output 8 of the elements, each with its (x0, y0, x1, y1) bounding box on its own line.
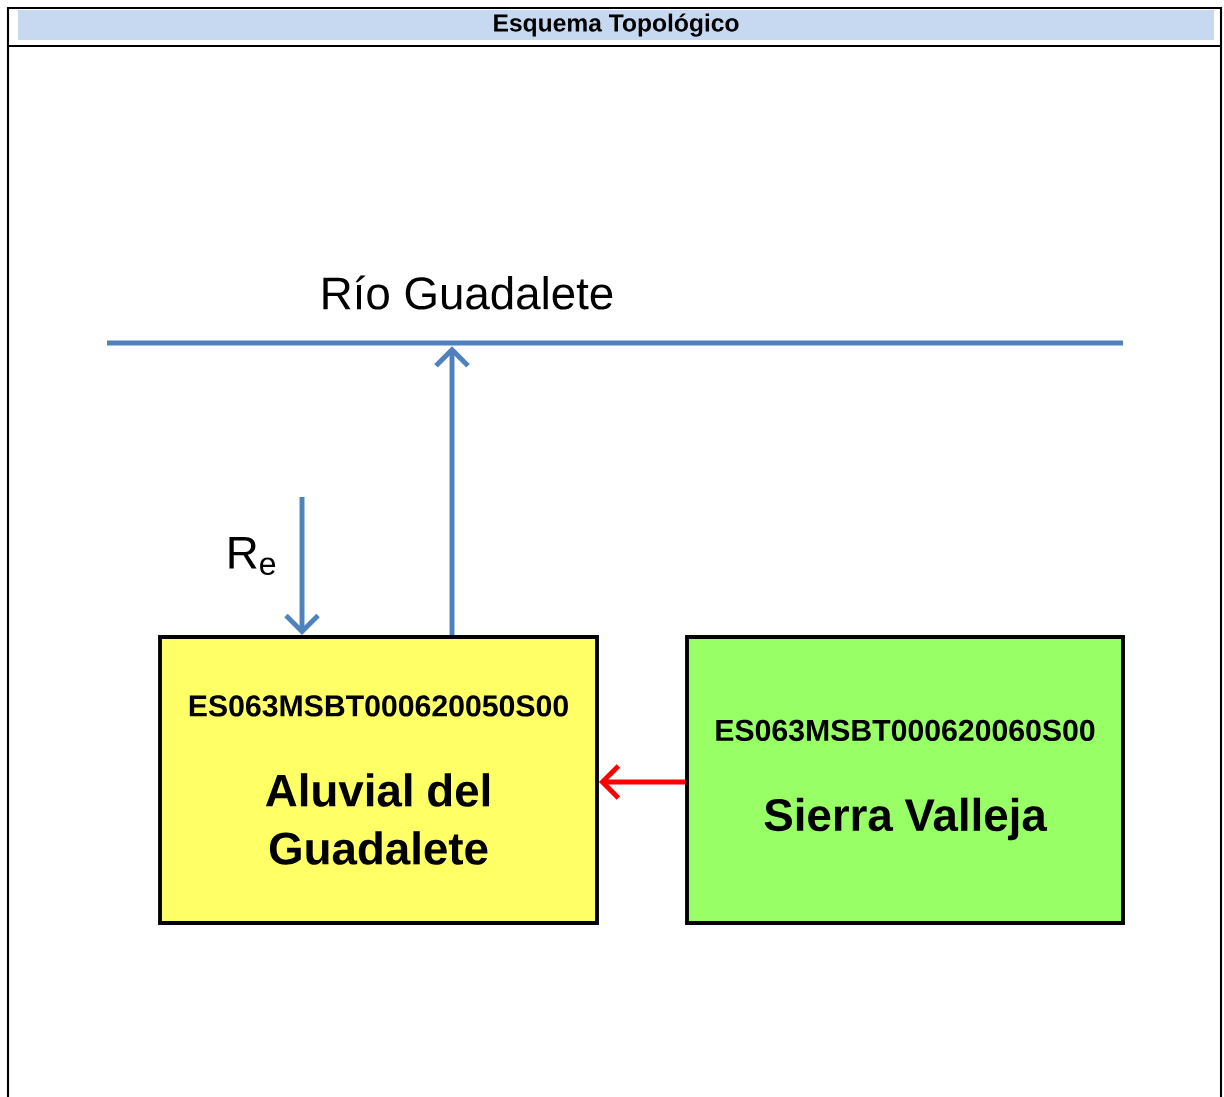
title-band: Esquema Topológico (18, 10, 1214, 40)
river-label: Río Guadalete (323, 275, 613, 310)
arrow (434, 346, 470, 636)
edge-label: R$_{e}$ (229, 537, 276, 576)
arrow (598, 764, 686, 800)
arrow (284, 497, 320, 636)
water-body-box: ES063MSBT000620050S00 Aluvial del Guadalete (158, 635, 599, 925)
water-body-box: ES063MSBT000620060S00 Sierra Valleja (685, 635, 1125, 925)
